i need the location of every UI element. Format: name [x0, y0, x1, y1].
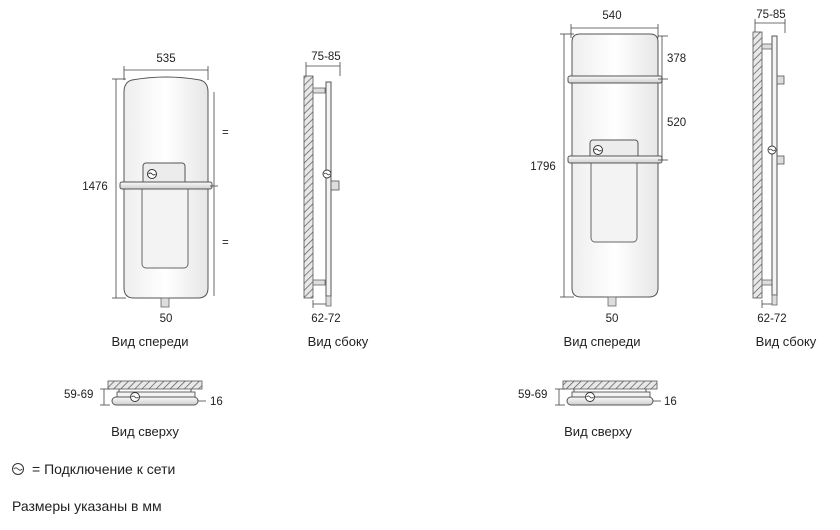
left-front-caption: Вид спереди	[112, 334, 189, 349]
left-front-width-label: 535	[156, 53, 175, 65]
left-top-view: 59-69 16 Вид сверху	[64, 380, 223, 439]
right-front-caption: Вид спереди	[564, 334, 641, 349]
left-towel-bar	[119, 181, 213, 190]
left-front-height-label: 1476	[82, 181, 108, 193]
left-top-wall	[107, 380, 203, 390]
right-side-view: 75-85 62-72 Вид сбоку	[752, 9, 817, 349]
left-side-pipe-label: 62-72	[311, 313, 340, 325]
right-top-caption: Вид сверху	[564, 424, 632, 439]
left-side-panel	[325, 81, 332, 297]
right-front-upper-label: 378	[667, 53, 686, 65]
right-top-bar	[566, 396, 654, 406]
left-top-bar	[111, 396, 199, 406]
units-note: Размеры указаны в мм	[12, 498, 162, 514]
right-side-pipe-label: 62-72	[757, 313, 786, 325]
right-side-panel	[771, 35, 778, 296]
right-side-depth-label: 75-85	[756, 9, 785, 21]
left-front-view: 535 1476 50 = = Вид спереди	[82, 53, 229, 349]
left-side-view: 75-85 62-72 Вид сбоку	[303, 51, 369, 349]
left-top-depth-label: 59-69	[64, 389, 93, 401]
left-front-pipe	[160, 297, 170, 308]
right-front-middle-label: 520	[667, 117, 686, 129]
right-front-view: 540 1796 50 378 520 Вид спереди	[530, 10, 686, 349]
left-side-caption: Вид сбоку	[308, 334, 369, 349]
left-side-wall	[303, 75, 314, 299]
power-connection-icon	[12, 463, 24, 475]
right-front-height-label: 1796	[530, 161, 556, 173]
power-connection-text: = Подключение к сети	[32, 461, 175, 477]
left-equal-bottom: =	[222, 237, 229, 249]
left-top-bar-label: 16	[210, 396, 223, 408]
right-side-caption: Вид сбоку	[756, 334, 817, 349]
right-front-pipe-label: 50	[606, 313, 619, 325]
left-equal-top: =	[222, 127, 229, 139]
right-top-view: 59-69 16 Вид сверху	[518, 380, 677, 439]
right-top-wall	[562, 380, 658, 390]
right-top-bar-label: 16	[664, 396, 677, 408]
right-panel-cutout	[590, 159, 638, 243]
right-top-depth-label: 59-69	[518, 389, 547, 401]
left-side-depth-label: 75-85	[311, 51, 340, 63]
legend: = Подключение к сети Размеры указаны в м…	[12, 461, 175, 514]
right-lower-towel-bar	[567, 155, 663, 164]
right-side-wall	[752, 31, 763, 299]
left-panel-cutout	[141, 185, 189, 269]
right-upper-towel-bar	[567, 75, 663, 84]
left-top-caption: Вид сверху	[111, 424, 179, 439]
left-front-pipe-label: 50	[160, 313, 173, 325]
right-front-width-label: 540	[602, 10, 621, 22]
